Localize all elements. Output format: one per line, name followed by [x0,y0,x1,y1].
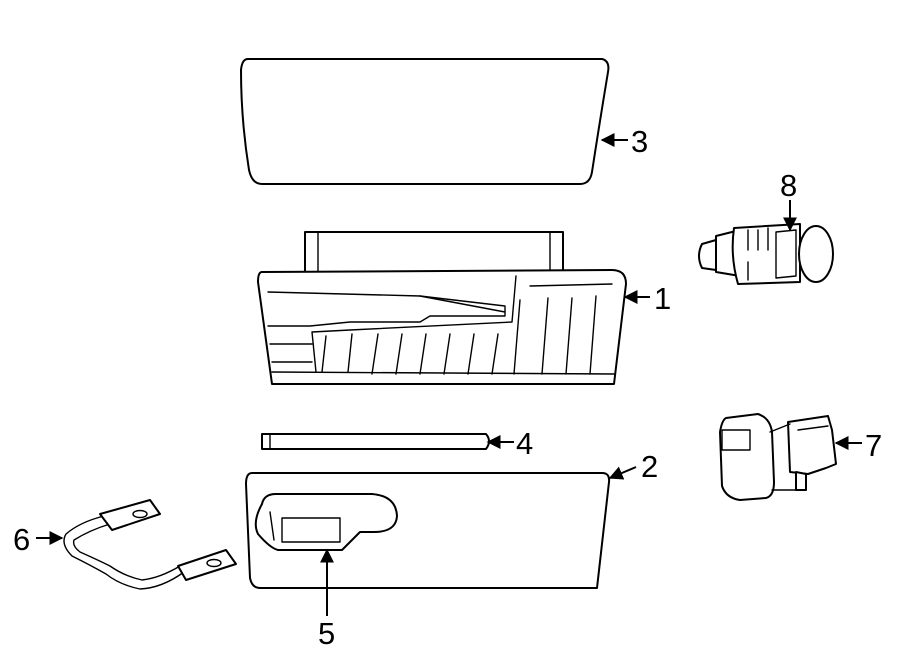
callout-3: 3 [600,124,648,159]
callout-1: 1 [623,281,671,316]
part-3-panel [240,58,610,185]
part-8-lock-cylinder [698,223,834,285]
svg-text:3: 3 [631,124,648,159]
svg-text:4: 4 [516,426,533,461]
svg-text:6: 6 [13,522,30,557]
svg-text:5: 5 [318,616,335,651]
part-6-check-strap [63,499,237,590]
callout-2: 2 [608,449,658,484]
svg-text:7: 7 [865,428,882,463]
part-1-glove-box-bin [257,231,627,385]
svg-text:1: 1 [654,281,671,316]
svg-text:8: 8 [780,168,797,203]
svg-text:2: 2 [641,449,658,484]
callout-8: 8 [780,168,797,232]
part-4-strip [261,433,490,450]
callout-6: 6 [13,522,64,557]
callout-7: 7 [834,428,882,463]
callout-4: 4 [486,426,533,461]
part-7-latch [719,413,837,501]
part-5-door-handle [254,493,398,551]
callout-5: 5 [318,548,335,651]
